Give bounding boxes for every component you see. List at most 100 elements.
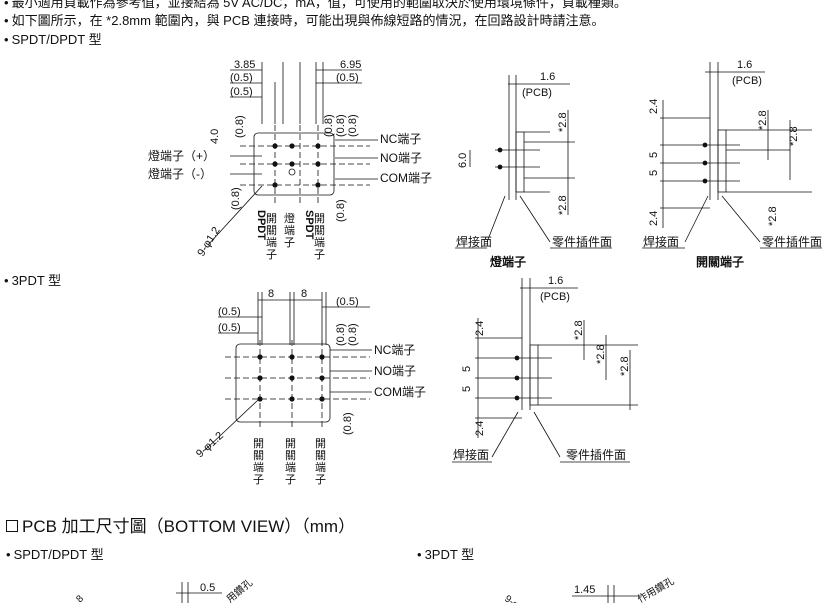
section-box-icon (6, 520, 18, 532)
three-dim-05-a: (0.5) (218, 306, 241, 318)
note-short-circuit-text: 如下圖所示，在 *2.8mm 範圍內，與 PCB 連接時，可能出現與佈線短路的情… (11, 13, 605, 28)
three-no-label: NO端子 (374, 364, 416, 378)
lamp-dim-2-8-b: *2.8 (557, 195, 569, 215)
switch-term-2-d: 子 (314, 248, 325, 261)
lamp-dim-6-0: 6.0 (457, 153, 469, 168)
spdt-nc-label: NC端子 (380, 132, 421, 146)
dim-08-bottom-right: (0.8) (335, 199, 347, 222)
three-side-dim-2-4-a: 2.4 (474, 321, 486, 336)
switch-term-1-d: 子 (266, 248, 277, 261)
three-side-dim-5-b: 5 (461, 386, 473, 392)
lamp-caption: 燈端子 (490, 254, 526, 269)
pcb-section-title-text: PCB 加工尺寸圖（BOTTOM VIEW）（mm） (22, 517, 356, 536)
note-min-load: 最小適用負載作為參考值，並接結為 5V AC/DC，mA，值，可使用的範圍取決於… (4, 0, 627, 11)
dim-08-bottom-left: (0.8) (230, 187, 242, 210)
pcb-3pdt-heading-text: 3PDT 型 (424, 547, 475, 562)
threepdt-heading-text: 3PDT 型 (11, 273, 62, 288)
three-nc-label: NC端子 (374, 343, 415, 357)
three-side-dim-2-8-a: *2.8 (573, 320, 585, 340)
three-sw-1a: 開 (253, 437, 264, 450)
switch-dim-2-8-c: *2.8 (767, 206, 779, 226)
three-sw-1b: 關 (253, 449, 264, 462)
pcb-frag-8: 8 (74, 593, 86, 603)
dim-05-b: (0.5) (336, 72, 359, 84)
pcb-spdt-heading: SPDT/DPDT 型 (6, 544, 104, 563)
lamp-plus-label: 燈端子（+） (148, 148, 215, 163)
lamp-dim-2-8-a: *2.8 (557, 112, 569, 132)
three-side-dim-2-4-b: 2.4 (474, 421, 486, 436)
pcb-3pdt-heading: 3PDT 型 (417, 544, 475, 563)
three-dim-05-b: (0.5) (218, 322, 241, 334)
spdt-label: SPDT (303, 210, 315, 240)
lamp-side-view: 1.6 (PCB) 6.0 *2.8 *2.8 焊接面 零件插件面 燈端子 (455, 71, 612, 269)
three-side-dim-1-6: 1.6 (548, 275, 563, 287)
switch-caption: 開關端子 (696, 254, 744, 269)
pcb-spdt-heading-text: SPDT/DPDT 型 (13, 547, 104, 562)
three-sw-1c: 端 (253, 461, 264, 474)
switch-term-2-a: 開 (314, 212, 325, 225)
dim-05-c: (0.5) (230, 86, 253, 98)
spdt-hole-label: 9-φ1.2 (195, 225, 222, 259)
lamp-term-a: 燈 (284, 211, 295, 225)
three-sw-3c: 端 (315, 461, 326, 474)
lamp-pcb-label: (PCB) (522, 87, 552, 99)
switch-dim-2-8-a: *2.8 (757, 110, 769, 130)
note-min-load-text: 最小適用負載作為參考值，並接結為 5V AC/DC，mA，值，可使用的範圍取決於… (11, 0, 627, 10)
three-side-dim-2-8-b: *2.8 (595, 344, 607, 364)
switch-term-1-a: 開 (266, 212, 277, 225)
lamp-minus-label: 燈端子（-） (148, 166, 212, 181)
dim-08-right-c: (0.8) (347, 114, 359, 137)
three-com-label: COM端子 (374, 385, 426, 399)
dim-3-85: 3.85 (234, 59, 255, 71)
pcb-hole-label-2: 作用鑽孔 (635, 574, 676, 603)
threepdt-front-view: 8 8 (0.5) (0.5) (0.5) (0.8) (0.8) NC端子 (194, 288, 426, 486)
lamp-term-c: 子 (284, 236, 295, 249)
three-dim-8-a: 8 (268, 288, 274, 300)
spdt-com-label: COM端子 (380, 171, 432, 185)
switch-term-1-c: 端 (266, 236, 277, 249)
pcb-section-title: PCB 加工尺寸圖（BOTTOM VIEW）（mm） (6, 512, 355, 537)
switch-dim-2-4-b: 2.4 (648, 211, 660, 226)
three-sw-2b: 關 (285, 449, 296, 462)
three-side-dim-2-8-c: *2.8 (619, 356, 631, 376)
three-dim-05-right: (0.5) (336, 296, 359, 308)
spdt-heading: SPDT/DPDT 型 (4, 29, 102, 48)
switch-dim-5-b: 5 (648, 170, 660, 176)
three-hole-label: 9-φ1.2 (194, 430, 226, 460)
three-side-insert: 零件插件面 (566, 448, 626, 462)
lamp-solder-label: 焊接面 (456, 234, 492, 249)
pcb-hole-label: 用鑽孔 (224, 576, 255, 603)
three-side-pcb: (PCB) (540, 291, 570, 303)
three-sw-1d: 子 (253, 473, 264, 486)
switch-dim-2-4-a: 2.4 (648, 99, 660, 114)
pcb-spdt-fragment: 0.5 用鑽孔 8 (74, 576, 255, 603)
switch-term-2-b: 關 (314, 224, 325, 237)
switch-pcb-label: (PCB) (732, 75, 762, 87)
pcb-dim-1-45: 1.45 (574, 584, 595, 596)
lamp-term-b: 端 (284, 224, 295, 237)
dpdt-label: DPDT (255, 210, 267, 240)
dim-08-left: (0.8) (234, 115, 246, 138)
spdt-front-view: 3.85 6.95 (0.5) (0.5) (0.5) 4.0 (0.8) (0… (148, 59, 432, 261)
three-dim-08-b: (0.8) (347, 323, 359, 346)
switch-dim-5-a: 5 (648, 152, 660, 158)
switch-side-view: 1.6 (PCB) 2.4 5 5 2.4 *2.8 *2.8 *2.8 焊接 (642, 59, 822, 269)
three-sw-3b: 關 (315, 449, 326, 462)
switch-insert-label: 零件插件面 (762, 235, 822, 249)
threepdt-heading: 3PDT 型 (4, 270, 62, 289)
switch-term-2-c: 端 (314, 236, 325, 249)
note-short-circuit: 如下圖所示，在 *2.8mm 範圍內，與 PCB 連接時，可能出現與佈線短路的情… (4, 10, 605, 29)
three-sw-3a: 開 (315, 437, 326, 450)
pcb-frag-hole: 9-φ1.2 (502, 593, 533, 603)
dim-05-a: (0.5) (230, 72, 253, 84)
three-sw-2d: 子 (285, 473, 296, 486)
threepdt-side-view: 1.6 (PCB) 2.4 5 5 2.4 *2.8 *2.8 *2.8 焊接 (452, 275, 638, 463)
dim-08-right-a: (0.8) (323, 114, 335, 137)
pcb-dim-0-5: 0.5 (200, 582, 215, 594)
spdt-heading-text: SPDT/DPDT 型 (11, 32, 102, 47)
dim-08-right-b: (0.8) (335, 114, 347, 137)
pcb-3pdt-fragment: 1.45 作用鑽孔 9-φ1.2 (502, 574, 676, 603)
lamp-insert-label: 零件插件面 (552, 235, 612, 249)
switch-dim-2-8-b: *2.8 (788, 126, 800, 146)
